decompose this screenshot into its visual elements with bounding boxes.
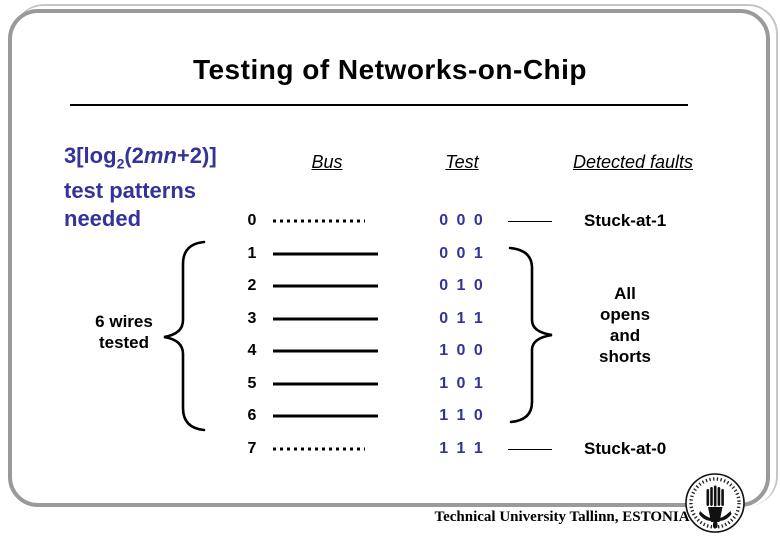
test-pattern: 0 1 1 [439, 309, 485, 327]
right-curly-brace [508, 246, 553, 424]
fault-label-stuck-at-1: Stuck-at-1 [584, 211, 667, 231]
bus-wire-line [273, 447, 365, 451]
bus-wire-line [273, 252, 378, 256]
bus-test-table: 0 0 0 0 Stuck-at-1 1 0 0 1 2 0 1 0 3 0 1… [0, 205, 780, 465]
formula-close: +2)] [176, 143, 217, 168]
column-header-detected-faults: Detected faults [572, 152, 694, 172]
formula-line: 3[log2(2mn+2)] [64, 142, 284, 177]
test-pattern: 1 0 0 [439, 342, 485, 360]
test-pattern: 0 1 0 [439, 277, 485, 295]
slide-frame [8, 9, 770, 507]
table-row: 4 1 0 0 [0, 335, 780, 368]
wire-number: 7 [247, 439, 257, 457]
table-row: 3 0 1 1 [0, 303, 780, 336]
table-row: 1 0 0 1 [0, 238, 780, 271]
table-row: 6 1 1 0 [0, 400, 780, 433]
test-pattern: 0 0 1 [439, 244, 485, 262]
title-underline [70, 104, 688, 106]
bus-wire-line [273, 317, 378, 321]
footer-text: Technical University Tallinn, ESTONIA [434, 509, 690, 525]
wire-number: 5 [247, 374, 257, 392]
table-row: 5 1 0 1 [0, 368, 780, 401]
fault-connector-line [508, 448, 552, 450]
bus-wire-line [273, 414, 378, 418]
formula-subscript: 2 [116, 155, 125, 172]
university-seal-icon [685, 473, 745, 533]
wire-number: 4 [247, 342, 257, 360]
column-header-test: Test [445, 152, 479, 172]
wire-number: 2 [247, 277, 257, 295]
test-pattern: 0 0 0 [439, 212, 485, 230]
left-curly-brace [163, 240, 206, 432]
test-pattern: 1 1 0 [439, 407, 485, 425]
fault-label-stuck-at-0: Stuck-at-0 [584, 438, 667, 458]
fault-connector-line [508, 221, 552, 223]
test-pattern: 1 1 1 [439, 439, 485, 457]
wire-number: 3 [247, 309, 257, 327]
wires-tested-label: 6 wires tested [95, 312, 153, 352]
bus-wire-line [273, 349, 378, 353]
test-patterns-note: 3[log2(2mn+2)] test patterns needed [64, 142, 284, 233]
note-line-2: test patterns [64, 178, 197, 204]
wire-number: 6 [247, 407, 257, 425]
bus-wire-line [273, 219, 365, 223]
formula-open: (2 [124, 143, 144, 168]
bus-wire-line [273, 382, 378, 386]
wire-number: 1 [247, 244, 257, 262]
table-row: 7 1 1 1 Stuck-at-0 [0, 433, 780, 466]
slide-title: Testing of Networks-on-Chip [192, 54, 588, 85]
note-line-3: needed [64, 206, 142, 232]
bus-wire-line [273, 284, 378, 288]
test-pattern: 1 0 1 [439, 374, 485, 392]
formula-prefix: 3[log [64, 143, 117, 168]
table-row: 0 0 0 0 Stuck-at-1 [0, 205, 780, 238]
group-fault-label: All opens and shorts [599, 284, 651, 366]
column-header-bus: Bus [311, 152, 343, 172]
table-row: 2 0 1 0 [0, 270, 780, 303]
formula-variables: mn [143, 143, 177, 168]
wire-number: 0 [247, 212, 257, 230]
